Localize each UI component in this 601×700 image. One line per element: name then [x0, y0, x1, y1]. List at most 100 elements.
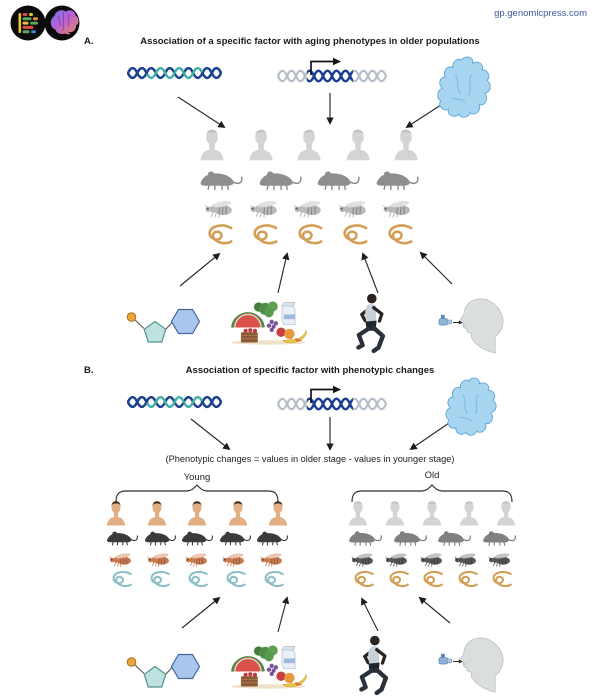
mouse-icon — [180, 529, 214, 547]
worm-icon — [249, 223, 279, 247]
fly-icon — [247, 198, 283, 218]
organism-row-mice-young — [105, 527, 289, 548]
fly-icon — [183, 551, 212, 567]
worm-icon — [204, 223, 234, 247]
fly-icon — [107, 551, 136, 567]
breath-inhaler-icon — [431, 631, 509, 693]
breath-inhaler-icon — [431, 292, 509, 354]
worm-icon — [223, 570, 247, 589]
brain-icon — [44, 5, 80, 41]
fly-icon — [349, 551, 378, 567]
fly-icon — [258, 551, 287, 567]
organism-row-mice-a — [198, 166, 420, 194]
gene-promoter-icon — [276, 383, 390, 413]
human-icon — [384, 500, 406, 526]
human-icon — [421, 500, 443, 526]
worm-icon — [109, 570, 133, 589]
runner-icon — [346, 633, 394, 699]
mouse-icon — [374, 168, 420, 192]
worm-icon — [185, 570, 209, 589]
organism-row-flies-old — [349, 550, 515, 567]
gene-promoter-icon — [276, 55, 390, 85]
human-icon — [198, 128, 226, 161]
worm-icon — [351, 570, 375, 589]
organism-row-humans-young — [105, 499, 289, 526]
organism-row-worms-a — [204, 222, 414, 248]
publisher-url[interactable]: gp.genomicpress.com — [494, 8, 587, 19]
organism-row-humans-old — [347, 499, 517, 526]
human-icon — [227, 500, 249, 526]
worm-icon — [147, 570, 171, 589]
old-group-label: Old — [424, 470, 440, 481]
human-icon — [186, 500, 208, 526]
fly-icon — [380, 198, 416, 218]
phenotypic-change-equation: (Phenotypic changes = values in older st… — [165, 454, 455, 464]
publisher-logo — [10, 5, 80, 41]
diet-food-icon — [226, 296, 310, 346]
mouse-icon — [105, 529, 139, 547]
mouse-icon — [392, 529, 428, 547]
worm-icon — [489, 570, 513, 589]
fly-icon — [220, 551, 249, 567]
worm-icon — [261, 570, 285, 589]
nucleotide-molecule-icon — [117, 299, 217, 351]
organism-row-flies-young — [107, 550, 287, 567]
organism-row-worms-young — [109, 569, 285, 590]
worm-icon — [384, 223, 414, 247]
mouse-icon — [143, 529, 177, 547]
mouse-icon — [198, 168, 244, 192]
human-icon — [146, 500, 168, 526]
fly-icon — [486, 551, 515, 567]
fly-icon — [336, 198, 372, 218]
human-icon — [295, 128, 323, 161]
panel-a-arrows — [177, 93, 453, 294]
human-icon — [247, 128, 275, 161]
organism-row-humans-a — [198, 126, 420, 162]
panel-b-title: Association of specific factor with phen… — [185, 365, 435, 376]
mouse-icon — [218, 529, 252, 547]
human-icon — [458, 500, 480, 526]
panel-b-arrows — [181, 417, 453, 633]
young-group-label: Young — [183, 472, 211, 483]
mouse-icon — [257, 168, 303, 192]
genomic-bars-icon — [10, 5, 46, 41]
mouse-icon — [347, 529, 383, 547]
fly-icon — [145, 551, 174, 567]
worm-icon — [455, 570, 479, 589]
dna-helix-icon — [127, 64, 222, 82]
worm-icon — [339, 223, 369, 247]
protein-icon — [445, 377, 497, 437]
human-icon — [267, 500, 289, 526]
worm-icon — [386, 570, 410, 589]
fly-icon — [452, 551, 481, 567]
panel-a-label: A. — [84, 36, 94, 47]
young-brace — [115, 484, 279, 503]
human-icon — [105, 500, 127, 526]
runner-icon — [343, 291, 391, 357]
mouse-icon — [315, 168, 361, 192]
panel-b-label: B. — [84, 365, 94, 376]
worm-icon — [420, 570, 444, 589]
panel-a-title: Association of a specific factor with ag… — [140, 36, 480, 47]
fly-icon — [202, 198, 238, 218]
organism-row-mice-old — [347, 527, 517, 548]
diet-food-icon — [226, 640, 310, 690]
mouse-icon — [255, 529, 289, 547]
worm-icon — [294, 223, 324, 247]
human-icon — [347, 500, 369, 526]
mouse-icon — [436, 529, 472, 547]
human-icon — [344, 128, 372, 161]
human-icon — [495, 500, 517, 526]
mouse-icon — [481, 529, 517, 547]
dna-helix-icon — [127, 393, 222, 411]
protein-icon — [437, 56, 491, 119]
human-icon — [392, 128, 420, 161]
old-brace — [351, 484, 513, 503]
fly-icon — [418, 551, 447, 567]
fly-icon — [291, 198, 327, 218]
nucleotide-molecule-icon — [117, 644, 217, 696]
organism-row-flies-a — [202, 197, 416, 219]
organism-row-worms-old — [351, 569, 513, 590]
